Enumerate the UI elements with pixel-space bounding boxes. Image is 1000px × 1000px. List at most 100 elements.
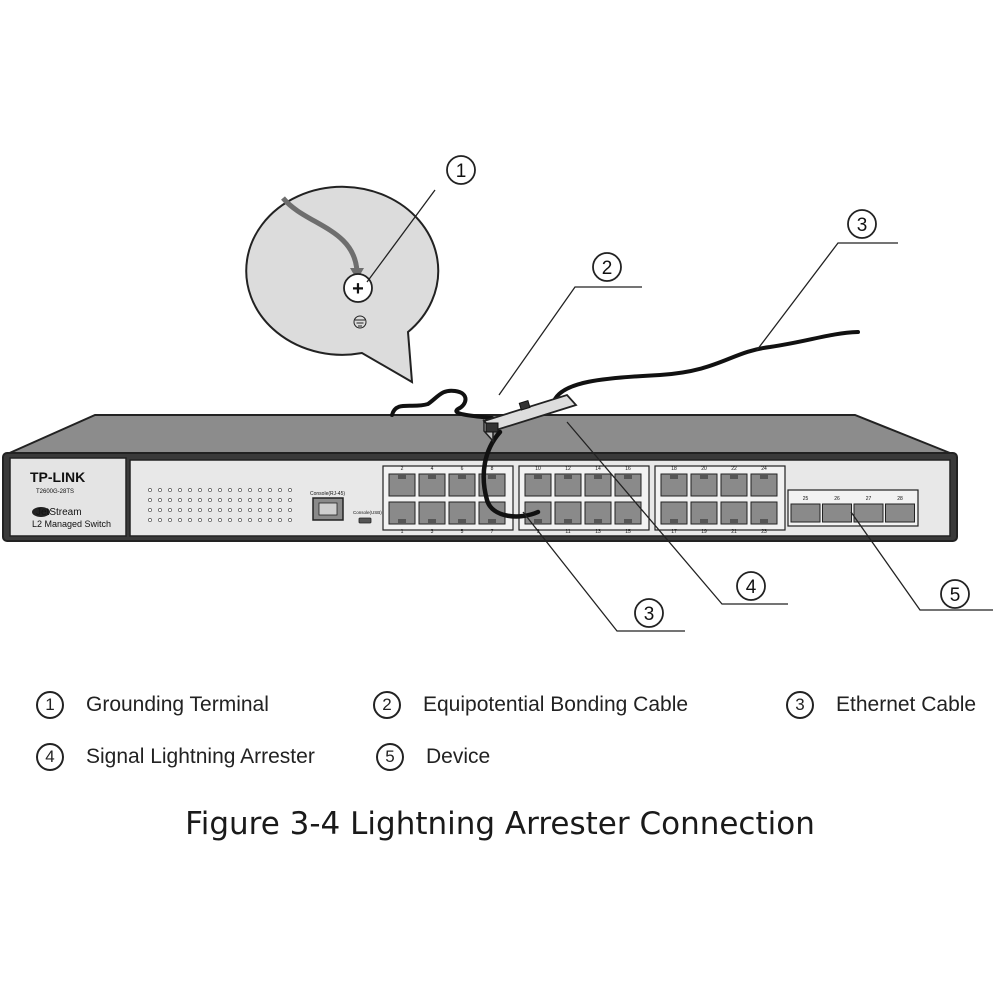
legend-label: Grounding Terminal <box>86 693 269 716</box>
callout-3-top: 3 <box>847 209 877 239</box>
arrester-rj45-out <box>485 422 499 433</box>
status-led <box>158 508 162 512</box>
rj45-port-clip <box>594 474 602 479</box>
rj45-port-clip <box>534 519 542 524</box>
jetstream-badge <box>32 507 50 517</box>
status-led <box>208 498 212 502</box>
port-number-label: 21 <box>731 529 737 535</box>
status-led <box>148 498 152 502</box>
status-led <box>288 508 292 512</box>
legend-label: Device <box>426 745 491 768</box>
rj45-port-clip <box>624 474 632 479</box>
rj45-port-clip <box>488 519 496 524</box>
status-led <box>148 508 152 512</box>
rj45-port-clip <box>428 519 436 524</box>
port-number-label: 1 <box>401 529 404 535</box>
leader-3-bottom <box>522 511 685 632</box>
legend-item-device: 5 Device <box>376 743 490 771</box>
equipotential-bonding-cable <box>390 388 494 420</box>
rj45-port-clip <box>564 474 572 479</box>
switch-top-surface <box>4 414 956 456</box>
rj45-port-clip <box>730 519 738 524</box>
ground-icon <box>353 315 367 329</box>
brand-logo: TP-LINK <box>30 469 85 485</box>
arrester-rj45-in <box>518 400 531 411</box>
status-led <box>278 498 282 502</box>
status-led <box>228 518 232 522</box>
port-number-label: 18 <box>671 466 677 472</box>
status-led <box>258 498 262 502</box>
rj45-port-clip <box>428 474 436 479</box>
rj45-port-clip <box>534 474 542 479</box>
port-number-label: 16 <box>625 466 631 472</box>
rj45-port-clip <box>398 474 406 479</box>
leader-5 <box>850 511 993 611</box>
status-led <box>268 498 272 502</box>
status-led <box>278 518 282 522</box>
port-number-label: 13 <box>595 529 601 535</box>
port-number-label: 8 <box>491 466 494 472</box>
legend-item-grounding-terminal: 1 Grounding Terminal <box>36 691 269 719</box>
status-led <box>188 508 192 512</box>
status-led <box>228 488 232 492</box>
status-led <box>208 518 212 522</box>
rj45-port-clip <box>458 474 466 479</box>
status-led <box>268 488 272 492</box>
status-led <box>268 518 272 522</box>
legend-number: 3 <box>786 691 814 719</box>
led-matrix <box>148 488 292 522</box>
port-number-label: 4 <box>431 466 434 472</box>
port-number-label: 17 <box>671 529 677 535</box>
status-led <box>178 518 182 522</box>
status-led <box>158 518 162 522</box>
sfp-port <box>790 503 821 523</box>
grounding-terminal-symbol: + <box>352 278 364 300</box>
rj45-port-clip <box>624 519 632 524</box>
status-led <box>218 498 222 502</box>
legend-label: Signal Lightning Arrester <box>86 745 315 768</box>
status-led <box>258 508 262 512</box>
series-label: JetStream <box>36 507 82 518</box>
port-number-label: 22 <box>731 466 737 472</box>
rj45-port-clip <box>594 519 602 524</box>
status-led <box>178 488 182 492</box>
status-led <box>198 488 202 492</box>
status-led <box>238 488 242 492</box>
status-led <box>248 508 252 512</box>
status-led <box>148 488 152 492</box>
status-led <box>248 498 252 502</box>
status-led <box>198 518 202 522</box>
rj45-port-clip <box>398 519 406 524</box>
legend-item-signal-lightning-arrester: 4 Signal Lightning Arrester <box>36 743 315 771</box>
status-led <box>228 508 232 512</box>
status-led <box>248 488 252 492</box>
legend-item-equipotential-bonding-cable: 2 Equipotential Bonding Cable <box>373 691 688 719</box>
port-number-label: 2 <box>401 466 404 472</box>
rj45-port-clip <box>458 519 466 524</box>
rj45-port-clip <box>760 519 768 524</box>
svg-text:4: 4 <box>746 577 757 598</box>
grounding-terminal-screw <box>343 273 373 303</box>
port-number-label: 19 <box>701 529 707 535</box>
port-number-label: 6 <box>461 466 464 472</box>
status-led <box>198 498 202 502</box>
status-led <box>208 488 212 492</box>
figure-caption: Figure 3-4 Lightning Arrester Connection <box>185 806 815 842</box>
console-usb-port <box>358 517 372 524</box>
port-number-label: 10 <box>535 466 541 472</box>
status-led <box>168 488 172 492</box>
port-number-label: 5 <box>461 529 464 535</box>
status-led <box>288 518 292 522</box>
legend-label: Equipotential Bonding Cable <box>423 693 689 716</box>
status-led <box>278 488 282 492</box>
rj45-port-clip <box>670 519 678 524</box>
status-led <box>258 518 262 522</box>
status-led <box>188 498 192 502</box>
port-number-label: 20 <box>701 466 707 472</box>
legend-number: 5 <box>376 743 404 771</box>
callout-4: 4 <box>736 571 766 601</box>
legend-number: 1 <box>36 691 64 719</box>
status-led <box>238 508 242 512</box>
